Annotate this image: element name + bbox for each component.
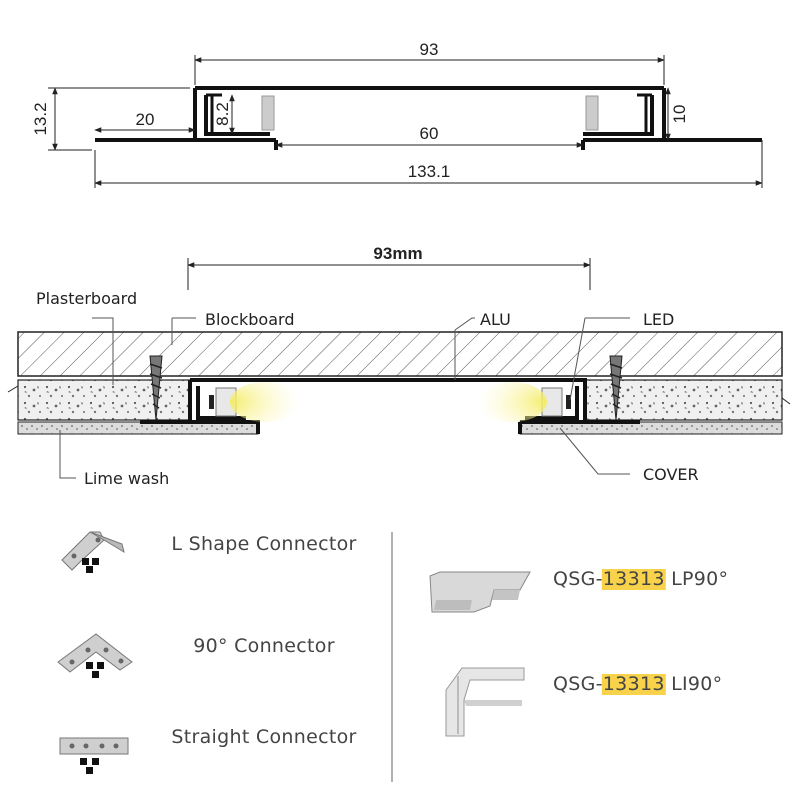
l-shape-connector-image	[61, 531, 125, 573]
label-plasterboard: Plasterboard	[36, 289, 137, 308]
light-glow-left	[230, 382, 300, 422]
profile-lens-right	[585, 95, 599, 131]
connector-label-straight: Straight Connector	[171, 726, 356, 748]
product-lp90-code: 13313	[603, 568, 665, 590]
li90-corner-image	[445, 667, 525, 737]
dim-flange-width: 20	[136, 110, 155, 129]
dim-total-width: 133.1	[408, 162, 451, 181]
connector-label-90: 90° Connector	[193, 635, 335, 657]
plasterboard-left	[17, 379, 191, 421]
installation-section: 93mm Plasterboard Blockboard ALU LED	[7, 244, 791, 488]
span-label: 93mm	[373, 244, 422, 263]
dim-total-height: 13.2	[31, 102, 50, 135]
label-lime-wash: Lime wash	[84, 469, 169, 488]
product-lp90-label: QSG-13313 LP90°	[553, 568, 728, 590]
screw-left	[149, 355, 163, 421]
code-highlight	[601, 569, 666, 590]
alu-profile	[140, 378, 640, 434]
blockboard-layer	[17, 331, 783, 377]
connector-label-l-shape: L Shape Connector	[171, 533, 356, 555]
lp90-corner-image	[429, 571, 531, 613]
profile-lens-left	[261, 95, 275, 131]
product-li90-label: QSG-13313 LI90°	[553, 673, 722, 695]
products-section: QSG-13313 LP90° QSG-13313 LI90°	[429, 568, 728, 737]
dim-top-width: 93	[420, 40, 439, 59]
label-cover: COVER	[643, 465, 699, 484]
label-led: LED	[643, 310, 674, 329]
led-strip-left	[209, 395, 214, 409]
screw-right	[609, 355, 623, 421]
dim-opening-width: 60	[420, 124, 439, 143]
profile-section: 93 13.2 20 8.2 60 10 133.1	[31, 40, 763, 188]
label-blockboard: Blockboard	[205, 310, 294, 329]
profile-inner-left	[206, 93, 222, 134]
product-li90-code: 13313	[603, 673, 665, 695]
dim-inner-height: 8.2	[213, 102, 232, 126]
ninety-connector-image	[57, 633, 133, 678]
connectors-section: L Shape Connector 90° Connector Straight…	[57, 531, 356, 774]
label-alu: ALU	[480, 310, 511, 329]
led-strip-right	[566, 395, 571, 409]
profile-inner-right	[637, 93, 652, 134]
straight-connector-image	[59, 737, 129, 774]
dim-right-height: 10	[670, 105, 689, 124]
light-glow-right	[477, 382, 547, 422]
code-highlight	[601, 674, 666, 695]
